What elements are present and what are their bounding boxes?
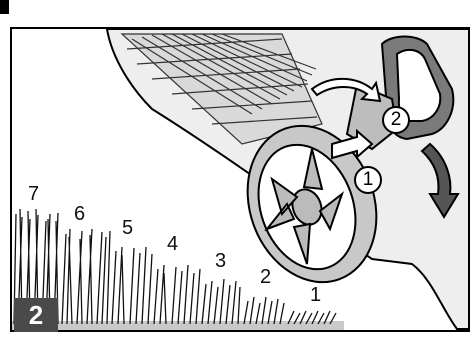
mower-handle <box>345 35 455 151</box>
height-label-4: 4 <box>167 233 179 255</box>
height-label-7: 7 <box>28 183 40 205</box>
mower-illustration <box>12 29 468 330</box>
height-label-1: 1 <box>310 284 322 306</box>
deck-vent-grid <box>120 33 323 145</box>
height-label-3: 3 <box>215 250 227 272</box>
adjustment-arrows <box>310 77 460 219</box>
figure-number-badge: 2 <box>14 298 58 332</box>
ground-strip <box>12 321 344 330</box>
callout-step-1: 1 <box>354 166 382 194</box>
height-label-5: 5 <box>122 217 134 239</box>
wheel <box>246 124 378 284</box>
callout-step-2: 2 <box>382 106 410 134</box>
height-label-6: 6 <box>74 203 86 225</box>
illustration-frame: 7 6 5 4 3 2 1 1 2 <box>10 27 470 332</box>
grass-height-scale <box>13 208 337 325</box>
height-label-2: 2 <box>260 266 272 288</box>
wheel-hub <box>263 148 345 265</box>
page-corner-mark <box>0 0 9 14</box>
